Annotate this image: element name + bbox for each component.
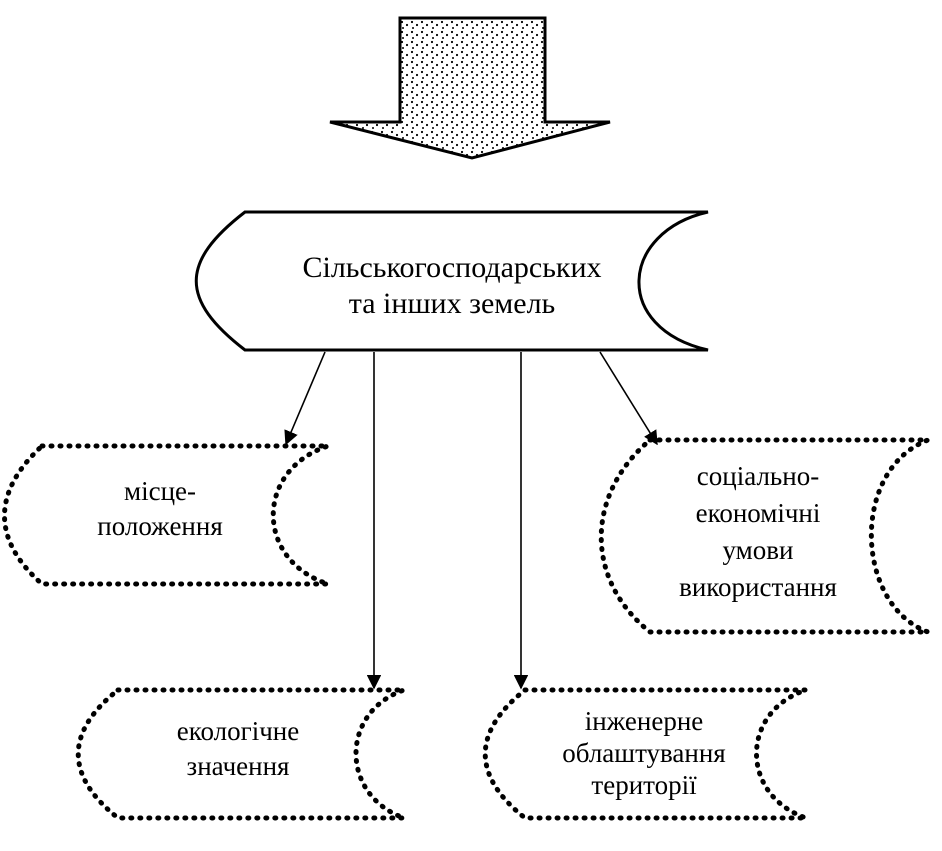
node-engineering-line-1: інженерне	[585, 706, 704, 736]
node-socioeconomic-line-2: економічні	[696, 498, 821, 528]
node-ecological-line-2: значення	[187, 751, 290, 781]
node-ecological-line-1: екологічне	[177, 716, 299, 746]
input-arrow-shape	[329, 16, 611, 160]
node-engineering-line-2: облаштування	[562, 738, 725, 768]
node-socioeconomic-line-3: умови	[723, 535, 794, 565]
arrow-to-location	[284, 351, 326, 446]
main-node-line-2: та інших земель	[349, 287, 555, 320]
node-location-line-2: положення	[97, 511, 223, 541]
node-location-line-1: місце-	[124, 476, 196, 506]
node-engineering-line-3: території	[591, 770, 697, 800]
arrow-to-socioeconomic	[599, 351, 658, 446]
main-node-line-1: Сільськогосподарських	[302, 251, 601, 284]
node-socioeconomic-line-4: використання	[679, 572, 837, 602]
node-location-shape	[2, 443, 329, 587]
node-ecological-shape	[75, 687, 405, 821]
node-socioeconomic-shape	[598, 437, 929, 635]
node-socioeconomic-line-1: соціально-	[697, 461, 819, 491]
main-node-shape	[194, 210, 709, 352]
